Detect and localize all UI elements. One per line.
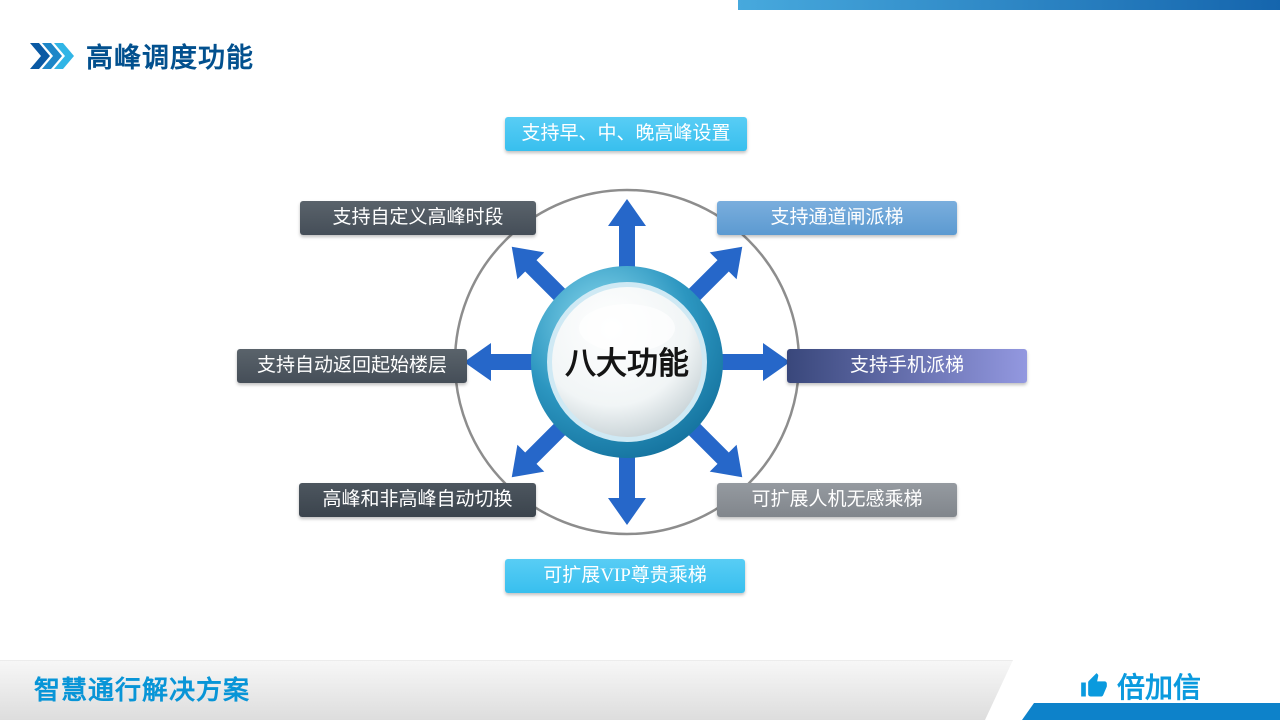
arrow-set <box>464 199 790 525</box>
brand-accent-strip <box>1022 703 1280 720</box>
footer-solution-title: 智慧通行解决方案 <box>34 675 251 705</box>
brand: 倍加信 <box>1080 668 1201 704</box>
arrow-down-right <box>686 421 743 478</box>
arrow-left <box>464 343 535 381</box>
diagram-item-bottom-right: 可扩展人机无感乘梯 <box>717 483 957 517</box>
radial-diagram: 八大功能 <box>427 162 827 562</box>
hub-label: 八大功能 <box>565 346 689 381</box>
hub-gloss <box>579 304 675 352</box>
page-title: 高峰调度功能 <box>86 43 254 73</box>
arrow-down-left <box>511 421 568 478</box>
arrow-up-left <box>511 246 568 303</box>
arrow-right <box>719 343 790 381</box>
diagram-item-bottom-left: 高峰和非高峰自动切换 <box>299 483 536 517</box>
diagram-item-top: 支持早、中、晚高峰设置 <box>505 117 747 151</box>
diagram-item-bottom: 可扩展VIP尊贵乘梯 <box>505 559 745 593</box>
top-accent-bar <box>738 0 1280 10</box>
brand-name: 倍加信 <box>1117 672 1202 703</box>
radial-diagram-svg: 八大功能 <box>453 188 801 536</box>
diagram-item-left: 支持自动返回起始楼层 <box>237 349 467 383</box>
diagram-item-top-right: 支持通道闸派梯 <box>717 201 957 235</box>
arrow-up <box>608 199 646 270</box>
arrow-down <box>608 454 646 525</box>
arrow-up-right <box>686 246 743 303</box>
chevrons-icon <box>30 42 74 69</box>
diagram-item-top-left: 支持自定义高峰时段 <box>300 201 536 235</box>
diagram-item-right: 支持手机派梯 <box>787 349 1027 383</box>
thumbs-up-icon <box>1081 673 1107 697</box>
header: 高峰调度功能 <box>30 36 254 75</box>
